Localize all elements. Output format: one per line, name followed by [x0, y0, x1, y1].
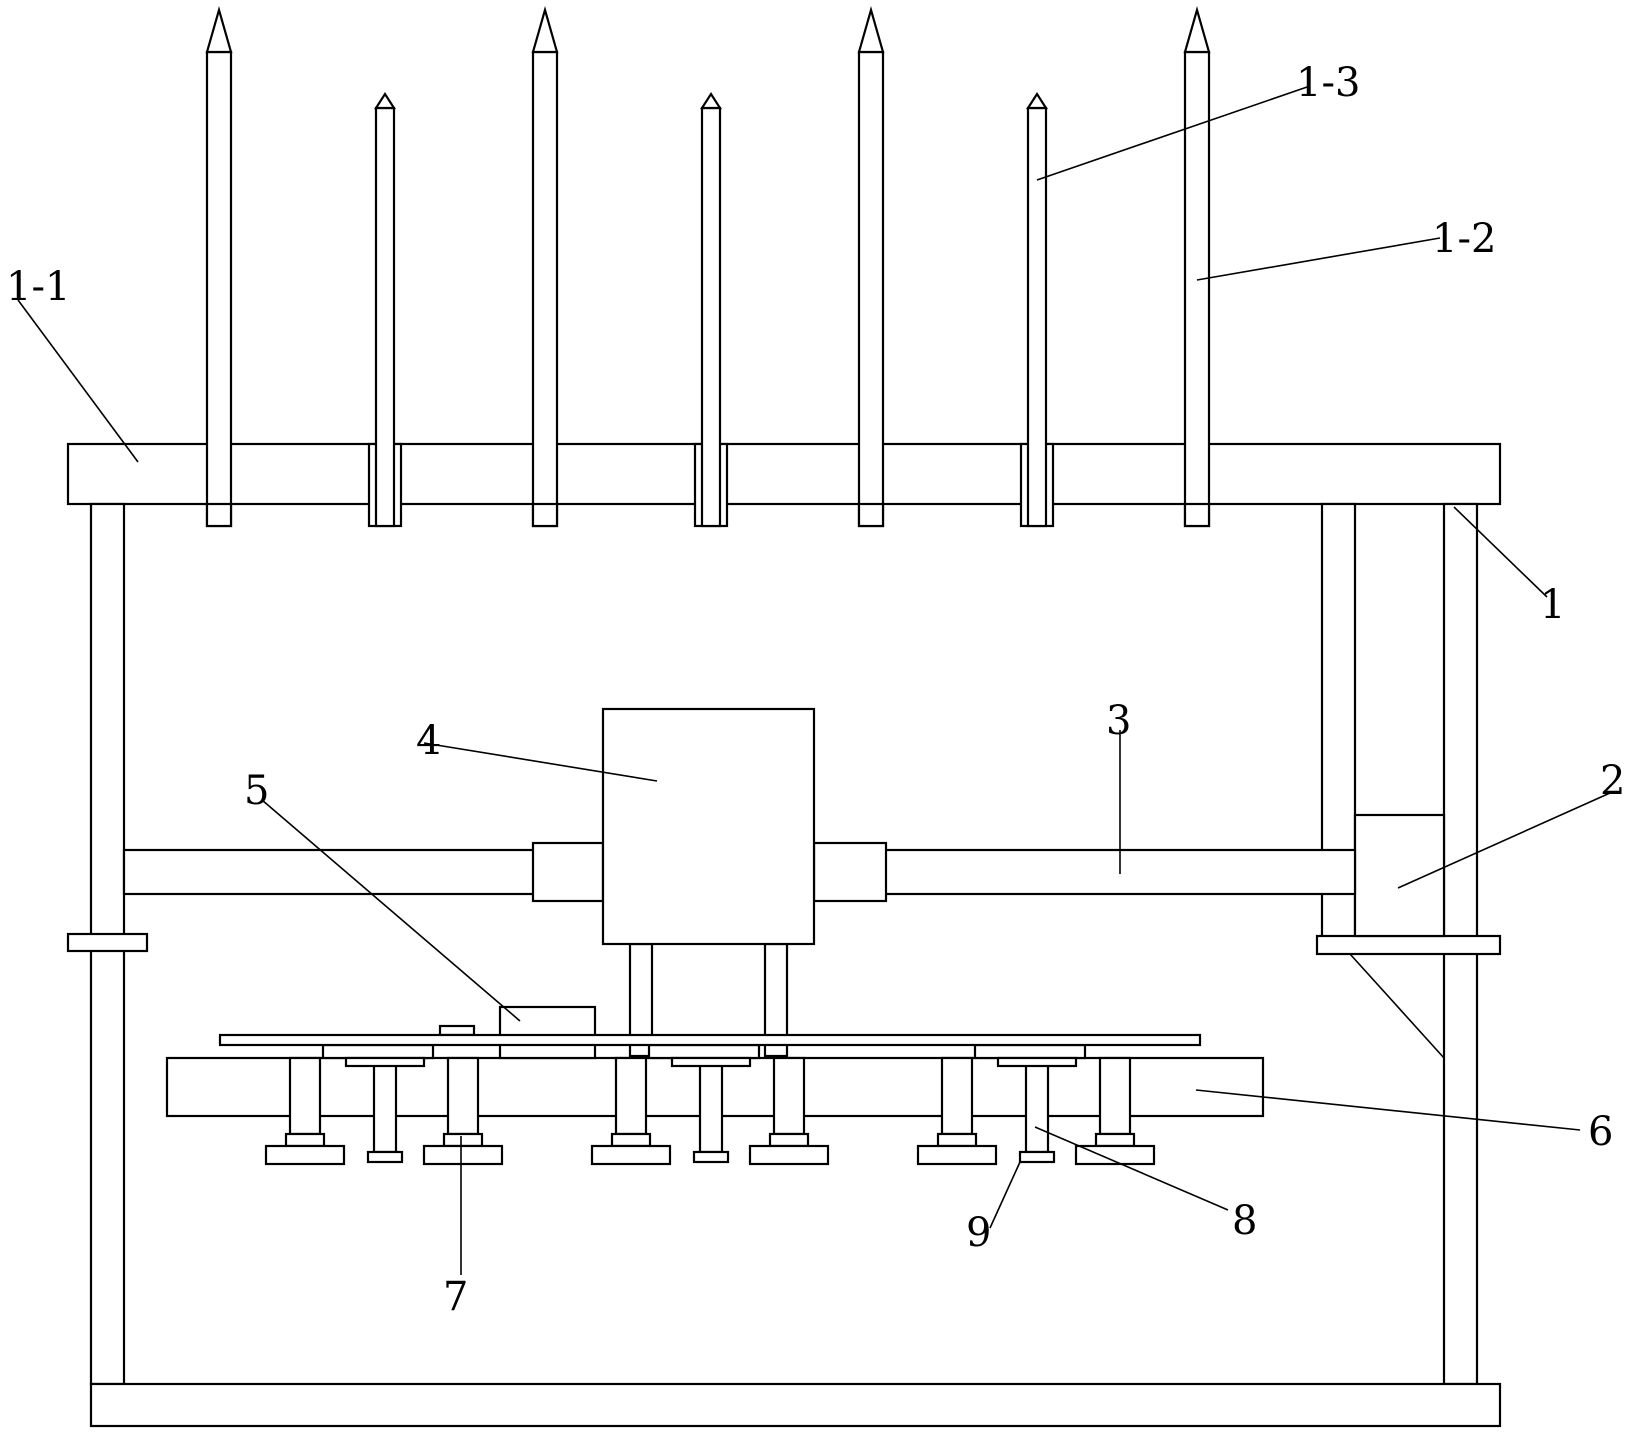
label-box: 4	[416, 718, 441, 764]
connecting-slat	[975, 1045, 1085, 1058]
bottom-base-bar	[91, 1384, 1500, 1426]
label-post: 8	[1232, 1198, 1257, 1244]
bracket-brace	[1350, 954, 1444, 1058]
post	[694, 1058, 728, 1162]
washer	[672, 1058, 750, 1066]
connecting-slat	[649, 1045, 759, 1058]
leader-long-rod	[1197, 238, 1440, 280]
long-rod	[533, 10, 557, 526]
label-short-rod: 1-3	[1296, 60, 1360, 106]
label-top-plate: 1-1	[6, 264, 70, 310]
leader-block	[262, 800, 520, 1021]
washer	[346, 1058, 424, 1066]
label-base-plate: 6	[1588, 1109, 1613, 1155]
short-rod	[1021, 94, 1053, 526]
leader-nut	[990, 1162, 1020, 1228]
label-frame: 1	[1540, 582, 1565, 628]
label-block: 5	[244, 768, 269, 814]
leader-top-plate	[18, 300, 138, 462]
small-tab	[440, 1026, 474, 1035]
long-rod	[207, 10, 231, 526]
long-rod	[1185, 10, 1209, 526]
short-rod	[695, 94, 727, 526]
left-column-clamp	[68, 934, 147, 951]
label-nut: 9	[966, 1210, 991, 1256]
top-plate	[68, 444, 1500, 504]
washer	[998, 1058, 1076, 1066]
label-cross-beam: 3	[1106, 698, 1131, 744]
slider-block	[1355, 815, 1444, 936]
motor-block	[500, 1007, 595, 1058]
right-support-bracket	[1317, 936, 1500, 954]
table-plate	[220, 1035, 1200, 1045]
beam-collar-right	[814, 843, 886, 901]
short-rod	[369, 94, 401, 526]
long-rod	[859, 10, 883, 526]
connecting-slat	[323, 1045, 433, 1058]
post	[1020, 1058, 1054, 1162]
label-slider: 2	[1600, 758, 1625, 804]
label-long-rod: 1-2	[1432, 216, 1496, 262]
post	[368, 1058, 402, 1162]
beam-collar-left	[533, 843, 603, 901]
leader-short-rod	[1037, 86, 1310, 180]
label-foot: 7	[443, 1274, 468, 1320]
control-box	[603, 709, 814, 944]
